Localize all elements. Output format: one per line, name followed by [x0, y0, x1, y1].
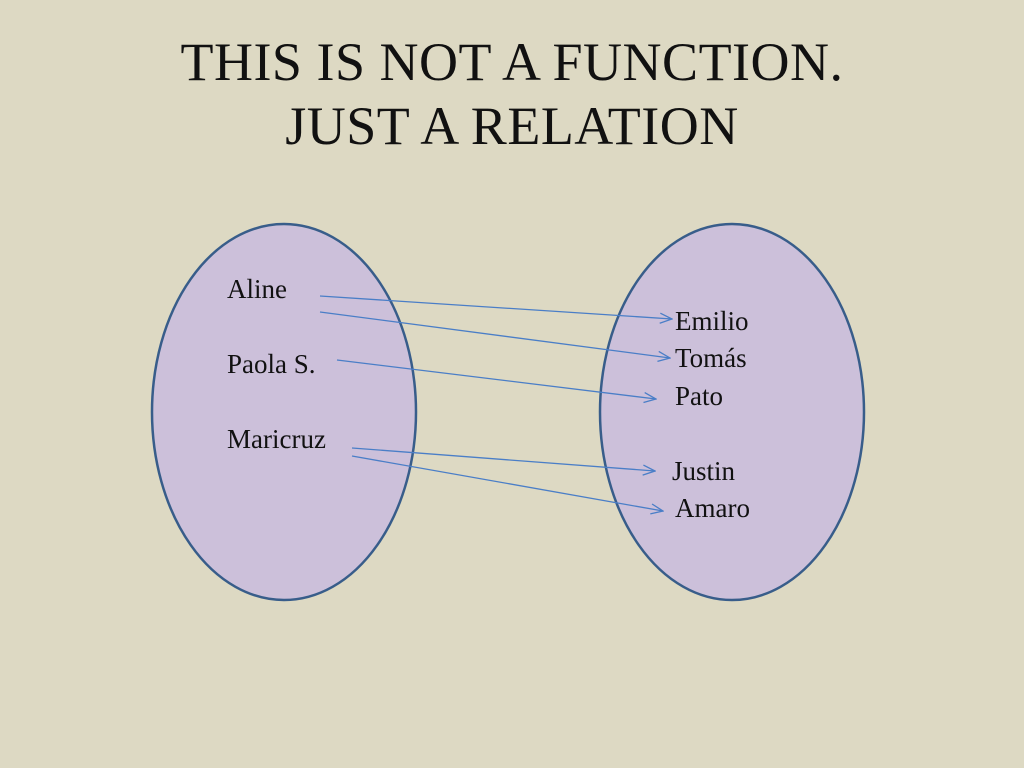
arrow-aline-to-emilio: [319, 295, 672, 319]
range-item-emilio: Emilio: [675, 306, 749, 336]
mapping-arrows: [319, 295, 672, 511]
slide-title: THIS IS NOT A FUNCTION. JUST A RELATION: [0, 30, 1024, 158]
title-line-1: THIS IS NOT A FUNCTION.: [180, 32, 844, 92]
title-line-2: JUST A RELATION: [285, 96, 739, 156]
domain-oval: [150, 222, 418, 602]
domain-item-paola-s: Paola S.: [227, 349, 316, 379]
arrow-aline-to-tom-s: [319, 311, 670, 358]
domain-item-maricruz: Maricruz: [227, 424, 326, 454]
domain-item-aline: Aline: [227, 274, 287, 304]
range-item-amaro: Amaro: [675, 493, 750, 523]
arrow-maricruz-to-amaro: [351, 455, 663, 511]
range-oval: [598, 222, 866, 602]
range-item-tom-s: Tomás: [675, 343, 747, 373]
arrow-paola-s-to-pato: [336, 359, 656, 399]
range-item-pato: Pato: [675, 381, 724, 411]
range-item-justin: Justin: [672, 456, 736, 486]
arrow-maricruz-to-justin: [351, 447, 655, 471]
